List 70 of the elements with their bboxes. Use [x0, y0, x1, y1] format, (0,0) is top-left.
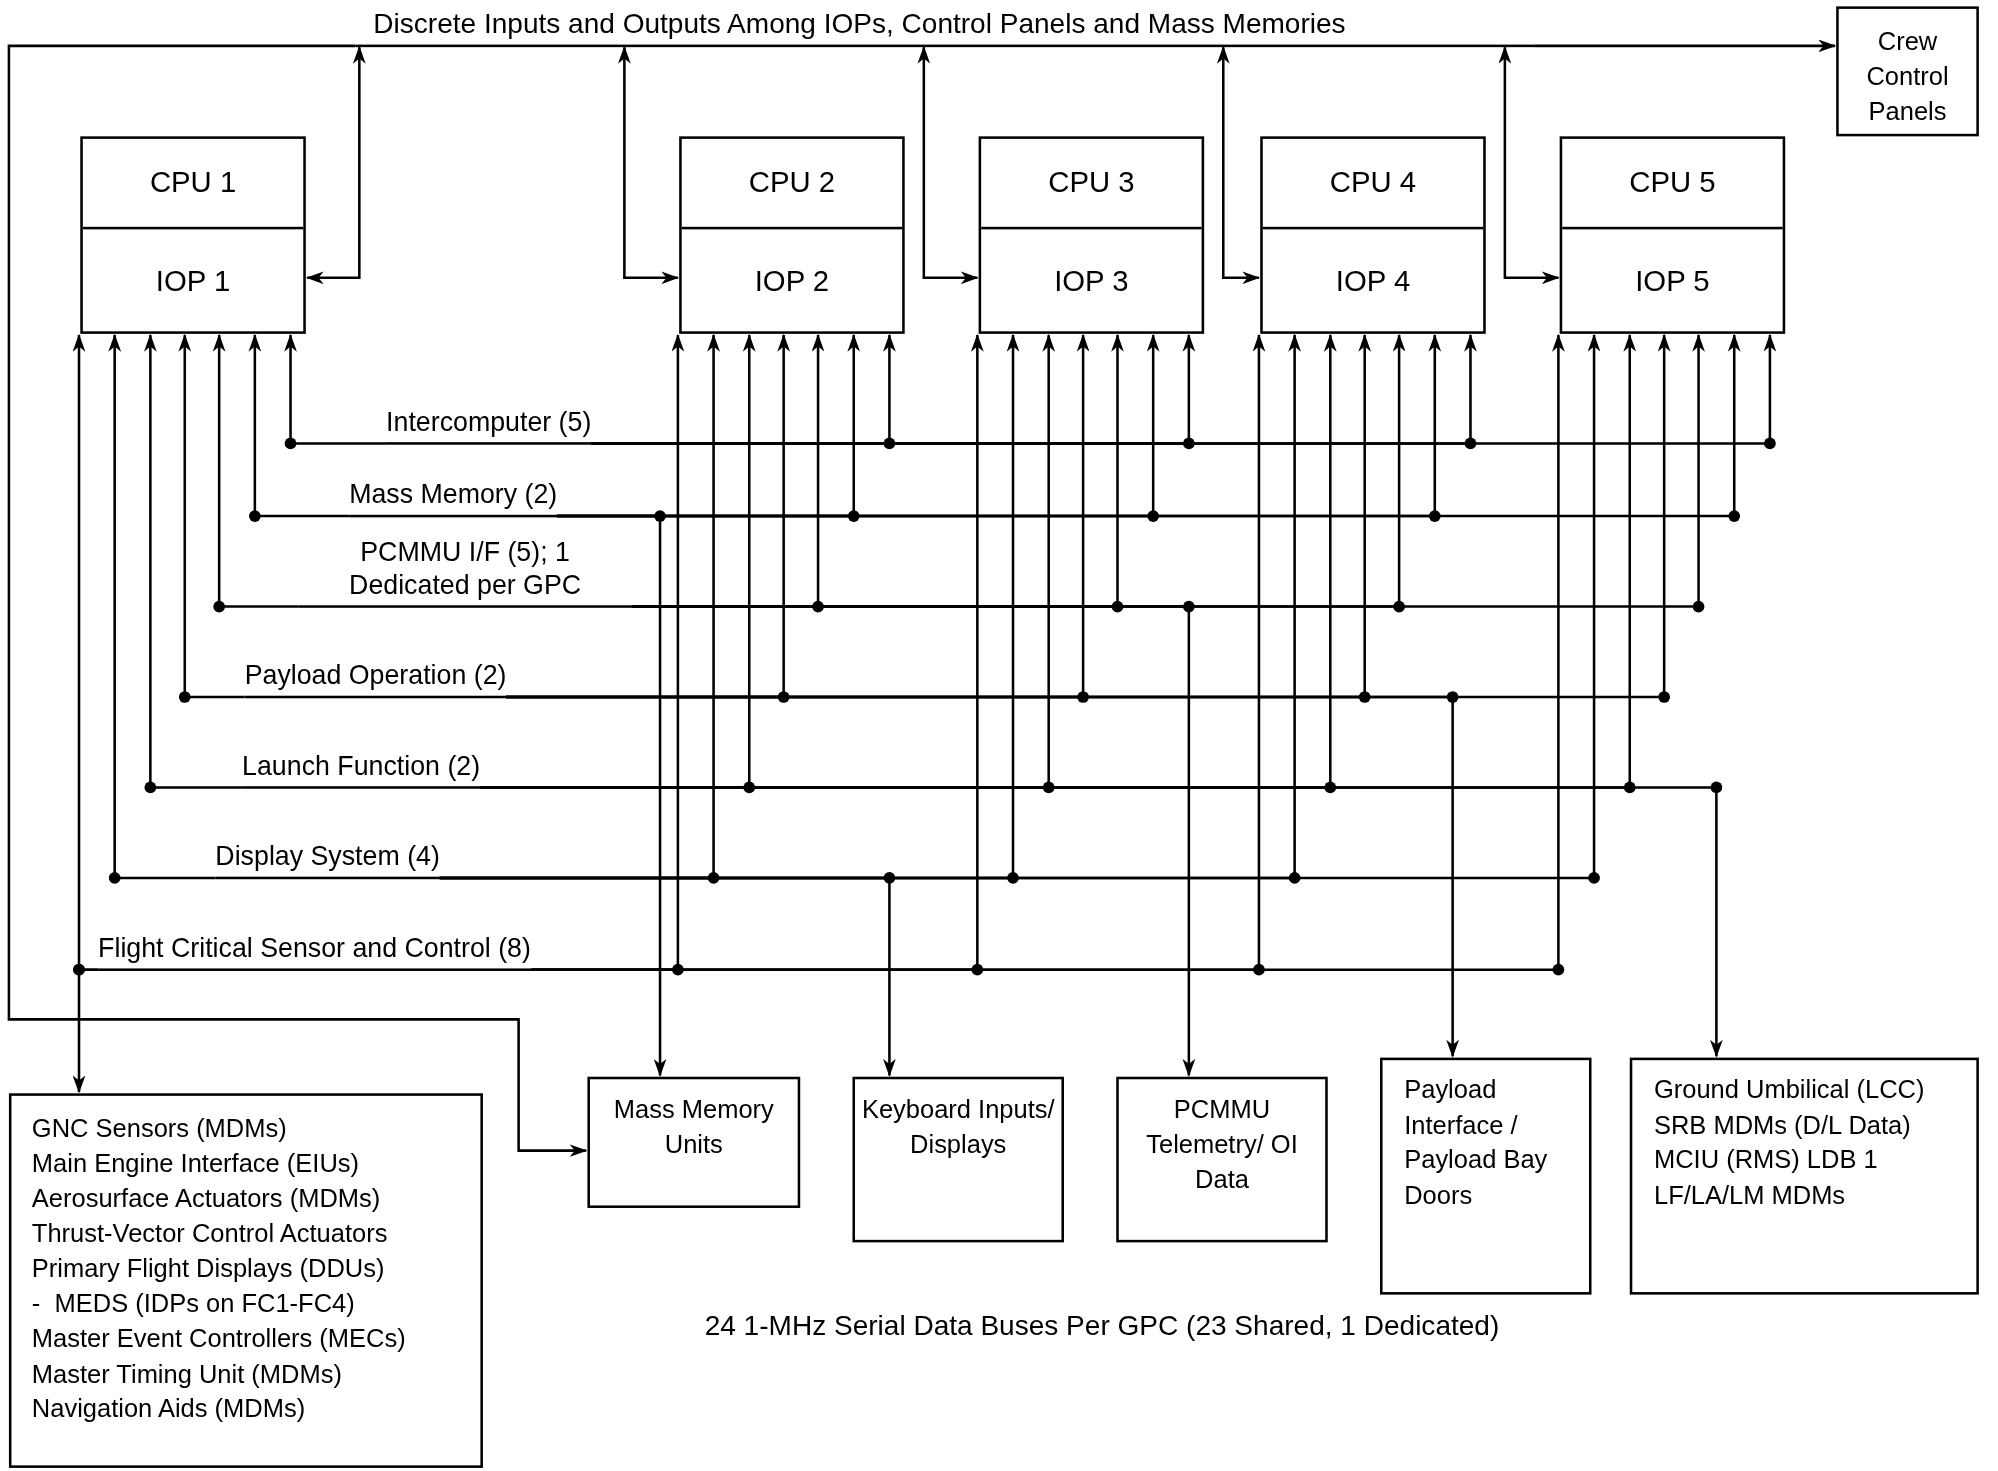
arrow [7, 44, 588, 1157]
arrow [108, 334, 216, 884]
computer-box [1260, 136, 1486, 334]
bus-label: Discrete Inputs and Outputs Among IOPs, Control Panels and Mass Memories [355, 6, 1535, 48]
cpu-label: CPU 3 [1048, 165, 1135, 201]
list-item: Primary Flight Displays (DDUs) [31, 1252, 386, 1284]
computer-box [679, 136, 905, 334]
arrow [505, 691, 1459, 1058]
iop-label: IOP 1 [155, 263, 231, 298]
arrow [618, 45, 680, 285]
bus-label: PCMMU I/F (5); 1 Dedicated per GPC [298, 523, 632, 608]
list-item: Thrust-Vector Control Actuators [31, 1217, 389, 1249]
list-item: GNC Sensors (MDMs) [31, 1112, 288, 1144]
computer-box [978, 136, 1205, 334]
device-box [852, 1076, 1064, 1243]
arrow [178, 334, 245, 703]
bus-label: Flight Critical Sensor and Control (8) [98, 930, 531, 971]
arrow [917, 45, 979, 285]
box-label: Crew Control Panels [1865, 25, 1950, 127]
box-label: Payload Interface / Payload Bay Doors [1404, 1074, 1549, 1211]
note-text: 24 1-MHz Serial Data Buses Per GPC (23 Shared, 1 Dedicated) [704, 1309, 1500, 1344]
computer-box [1559, 136, 1786, 334]
cpu-label: CPU 5 [1629, 165, 1716, 201]
bus-label: Payload Operation (2) [244, 657, 507, 699]
arrow [1498, 45, 1560, 285]
arrow [213, 334, 299, 613]
arrow [531, 334, 1565, 976]
list-item: LF/LA/LM MDMs [1653, 1179, 1847, 1211]
arrow [630, 600, 1195, 1077]
arrow [305, 45, 366, 285]
bus-label: Mass Memory (2) [349, 476, 558, 518]
cpu-label: CPU 1 [149, 165, 237, 201]
list-item: Ground Umbilical (LCC) [1653, 1074, 1926, 1106]
list-item: Master Event Controllers (MECs) [31, 1322, 407, 1354]
device-box [1380, 1057, 1592, 1295]
list-item: - MEDS (IDPs on FC1-FC4) [31, 1287, 356, 1319]
bus-label: Intercomputer (5) [386, 403, 592, 445]
iop-label: IOP 2 [754, 263, 830, 298]
arrow [480, 781, 1723, 1058]
arrow [1534, 39, 1837, 53]
list-item: Aerosurface Actuators (MDMs) [31, 1182, 382, 1214]
list-item: Navigation Aids (MDMs) [31, 1393, 307, 1425]
box-label: PCMMU Telemetry/ OI Data [1145, 1093, 1299, 1195]
arrow [73, 964, 99, 1093]
bus-label: Display System (4) [215, 838, 440, 880]
iop-label: IOP 5 [1635, 263, 1710, 298]
bus-label: Launch Function (2) [242, 748, 481, 789]
list-item: Main Engine Interface (EIUs) [31, 1147, 361, 1179]
cpu-label: CPU 4 [1329, 165, 1417, 201]
iop-label: IOP 3 [1054, 263, 1129, 298]
list-item: Master Timing Unit (MDMs) [31, 1357, 343, 1390]
box-label: Mass Memory Units [612, 1093, 775, 1160]
list-item: SRB MDMs (D/L Data) [1653, 1109, 1912, 1141]
computer-box [80, 136, 306, 334]
arrow [439, 872, 896, 1077]
cpu-label: CPU 2 [748, 165, 836, 201]
device-box [587, 1076, 801, 1208]
device-box [1836, 6, 1979, 137]
arrow [248, 334, 350, 522]
arrow [284, 334, 387, 450]
arrow [144, 334, 243, 794]
box-label: Keyboard Inputs/ Displays [860, 1093, 1056, 1160]
device-box [1116, 1076, 1328, 1243]
list-item: MCIU (RMS) LDB 1 [1653, 1144, 1879, 1176]
iop-label: IOP 4 [1335, 263, 1411, 298]
device-box [1629, 1057, 1979, 1295]
arrow [591, 334, 1776, 450]
arrow [556, 510, 666, 1077]
arrow [1216, 45, 1261, 285]
device-box [8, 1093, 483, 1468]
